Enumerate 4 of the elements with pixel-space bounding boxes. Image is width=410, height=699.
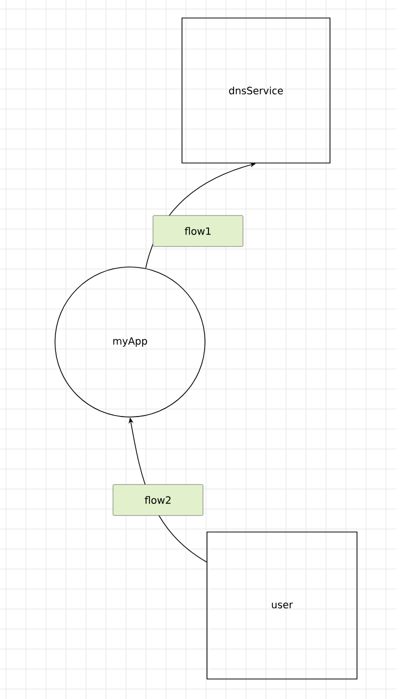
edge-label: flow1: [152, 215, 244, 247]
process-box: dnsService: [182, 18, 330, 164]
edge-label: flow2: [112, 484, 204, 516]
process-box: user: [206, 532, 358, 680]
